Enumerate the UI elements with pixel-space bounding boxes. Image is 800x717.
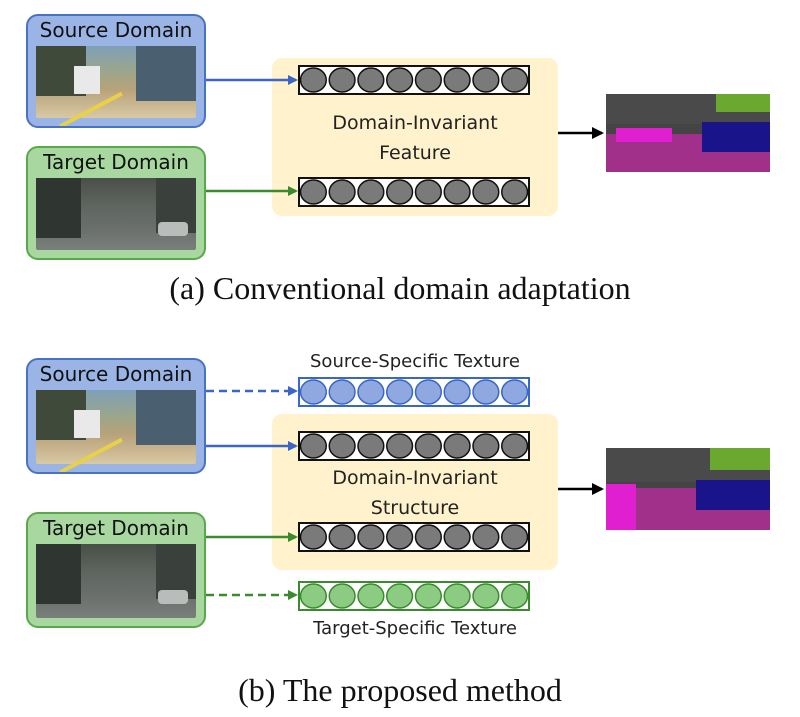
source-domain-label: Source Domain <box>39 362 193 386</box>
structure-vector-target <box>298 522 530 552</box>
caption-b: (b) The proposed method <box>238 672 562 708</box>
target-domain-label: Target Domain <box>43 150 189 174</box>
vector-cell <box>328 583 356 609</box>
vector-cell <box>328 379 356 405</box>
target-texture-vector <box>298 581 530 611</box>
vector-cell <box>472 583 500 609</box>
caption-a: (a) Conventional domain adaptation <box>169 270 631 306</box>
target-street-image <box>36 178 196 250</box>
feature-vector-target-a <box>298 177 530 207</box>
vector-cell <box>472 433 500 459</box>
vector-cell <box>501 433 529 459</box>
source-street-image <box>36 46 196 126</box>
vector-cell <box>414 433 442 459</box>
target-domain-label: Target Domain <box>43 516 189 540</box>
vector-cell <box>414 379 442 405</box>
vector-cell <box>472 179 500 205</box>
vector-cell <box>386 379 414 405</box>
vector-cell <box>443 179 471 205</box>
vector-cell <box>472 524 500 550</box>
source-domain-box-b: Source Domain <box>26 358 206 474</box>
vector-cell <box>299 379 327 405</box>
segmentation-output-b <box>606 448 770 530</box>
structure-label-line2: Structure <box>370 497 460 519</box>
vector-cell <box>472 379 500 405</box>
vector-cell <box>328 524 356 550</box>
vector-cell <box>328 433 356 459</box>
vector-cell <box>357 67 385 93</box>
vector-cell <box>386 433 414 459</box>
target-domain-box-b: Target Domain <box>26 512 206 628</box>
vector-cell <box>357 433 385 459</box>
vector-cell <box>299 583 327 609</box>
vector-cell <box>386 179 414 205</box>
vector-cell <box>414 179 442 205</box>
vector-cell <box>472 67 500 93</box>
vector-cell <box>414 524 442 550</box>
source-domain-box-a: Source Domain <box>26 14 206 128</box>
target-texture-label: Target-Specific Texture <box>313 618 517 639</box>
vector-cell <box>299 179 327 205</box>
vector-cell <box>501 524 529 550</box>
vector-cell <box>386 524 414 550</box>
vector-cell <box>299 67 327 93</box>
vector-cell <box>299 524 327 550</box>
target-street-image <box>36 544 196 618</box>
source-street-image <box>36 390 196 472</box>
vector-cell <box>443 583 471 609</box>
vector-cell <box>443 379 471 405</box>
vector-cell <box>357 583 385 609</box>
vector-cell <box>443 524 471 550</box>
vector-cell <box>414 583 442 609</box>
vector-cell <box>386 67 414 93</box>
source-texture-vector <box>298 377 530 407</box>
source-domain-label: Source Domain <box>39 18 193 42</box>
vector-cell <box>328 179 356 205</box>
vector-cell <box>414 67 442 93</box>
feature-label-line1: Domain-Invariant <box>332 112 498 134</box>
vector-cell <box>357 524 385 550</box>
vector-cell <box>501 179 529 205</box>
vector-cell <box>328 67 356 93</box>
vector-cell <box>357 179 385 205</box>
source-texture-label: Source-Specific Texture <box>310 351 520 372</box>
feature-vector-source-a <box>298 65 530 95</box>
vector-cell <box>443 433 471 459</box>
vector-cell <box>299 433 327 459</box>
segmentation-output-a <box>606 94 770 172</box>
vector-cell <box>501 67 529 93</box>
target-domain-box-a: Target Domain <box>26 146 206 260</box>
structure-label-line1: Domain-Invariant <box>332 467 498 489</box>
vector-cell <box>357 379 385 405</box>
vector-cell <box>501 379 529 405</box>
vector-cell <box>386 583 414 609</box>
vector-cell <box>501 583 529 609</box>
structure-vector-source <box>298 431 530 461</box>
vector-cell <box>443 67 471 93</box>
feature-label-line2: Feature <box>379 142 451 164</box>
